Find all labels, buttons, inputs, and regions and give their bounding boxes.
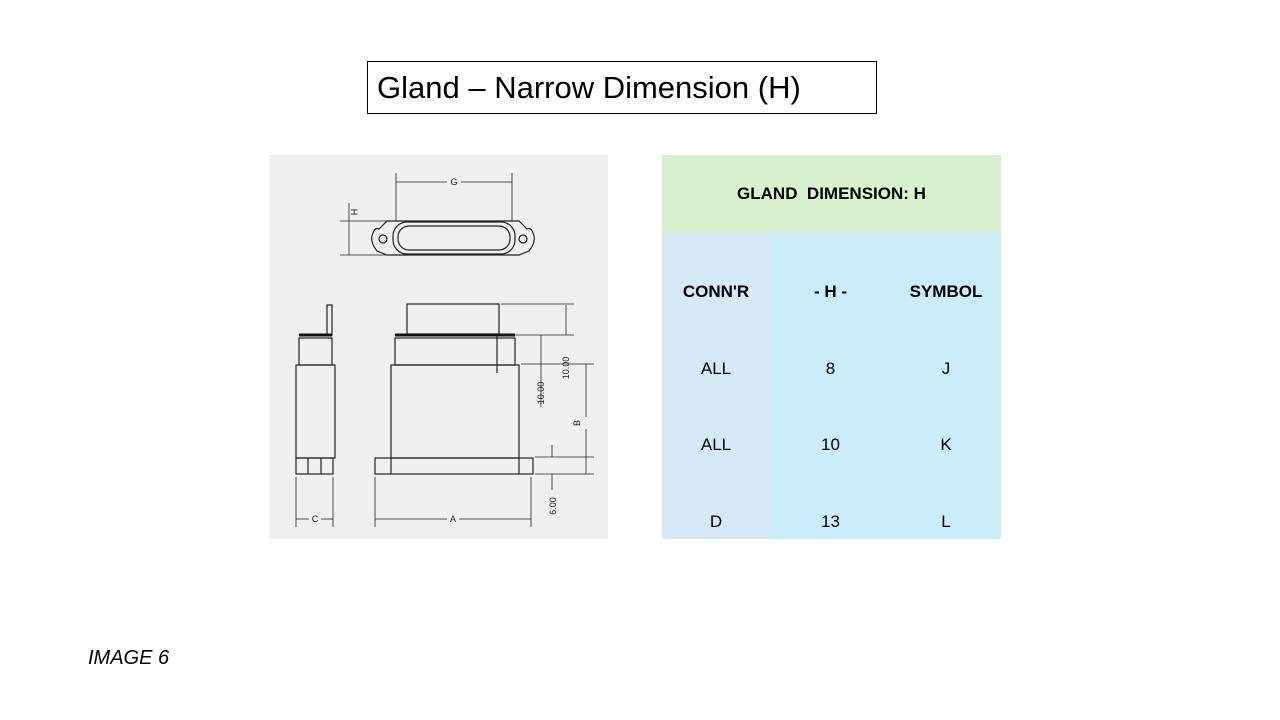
row-1-h: 8 xyxy=(825,359,836,378)
dimension-g xyxy=(395,173,513,221)
row-3-symbol: L xyxy=(941,512,951,531)
slide-title-text: Gland – Narrow Dimension (H) xyxy=(377,69,801,105)
label-dim-10a: 10.00 xyxy=(536,382,546,405)
label-g: G xyxy=(450,177,457,187)
row-3-h: 13 xyxy=(821,512,840,531)
label-a: A xyxy=(450,514,456,524)
image-caption: IMAGE 6 xyxy=(88,647,170,669)
label-dim-10b: 10.00 xyxy=(561,357,571,380)
drawing-svg: G H B C A 10.00 10.00 6.00 xyxy=(295,173,594,527)
gland-dimension-table: GLAND DIMENSION: H CONN'R - H - SYMBOL A… xyxy=(662,155,1001,539)
top-view xyxy=(371,220,535,256)
dimension-h xyxy=(340,203,389,256)
front-view xyxy=(374,303,534,475)
table-column-connr xyxy=(662,232,770,539)
header-h: - H - xyxy=(813,282,848,301)
table-column-h-symbol xyxy=(770,232,1001,539)
label-b: B xyxy=(572,420,582,426)
row-2-h: 10 xyxy=(821,435,840,454)
header-connr: CONN'R xyxy=(682,282,750,301)
dimension-c xyxy=(295,477,334,527)
label-dim-6: 6.00 xyxy=(548,497,558,515)
side-view xyxy=(295,304,336,475)
dimension-verticals xyxy=(501,303,594,490)
row-2-symbol: K xyxy=(940,435,952,454)
header-symbol: SYMBOL xyxy=(909,282,983,301)
table-title: GLAND DIMENSION: H xyxy=(662,155,1001,232)
slide-title: Gland – Narrow Dimension (H) xyxy=(367,61,877,114)
row-1-connr: ALL xyxy=(700,359,732,378)
dimension-a xyxy=(374,477,532,527)
label-h: H xyxy=(349,209,359,216)
label-c: C xyxy=(312,514,319,524)
row-2-connr: ALL xyxy=(700,435,732,454)
row-3-connr: D xyxy=(709,512,723,531)
gland-technical-drawing: G H B C A 10.00 10.00 6.00 xyxy=(269,155,608,539)
row-1-symbol: J xyxy=(941,359,951,378)
